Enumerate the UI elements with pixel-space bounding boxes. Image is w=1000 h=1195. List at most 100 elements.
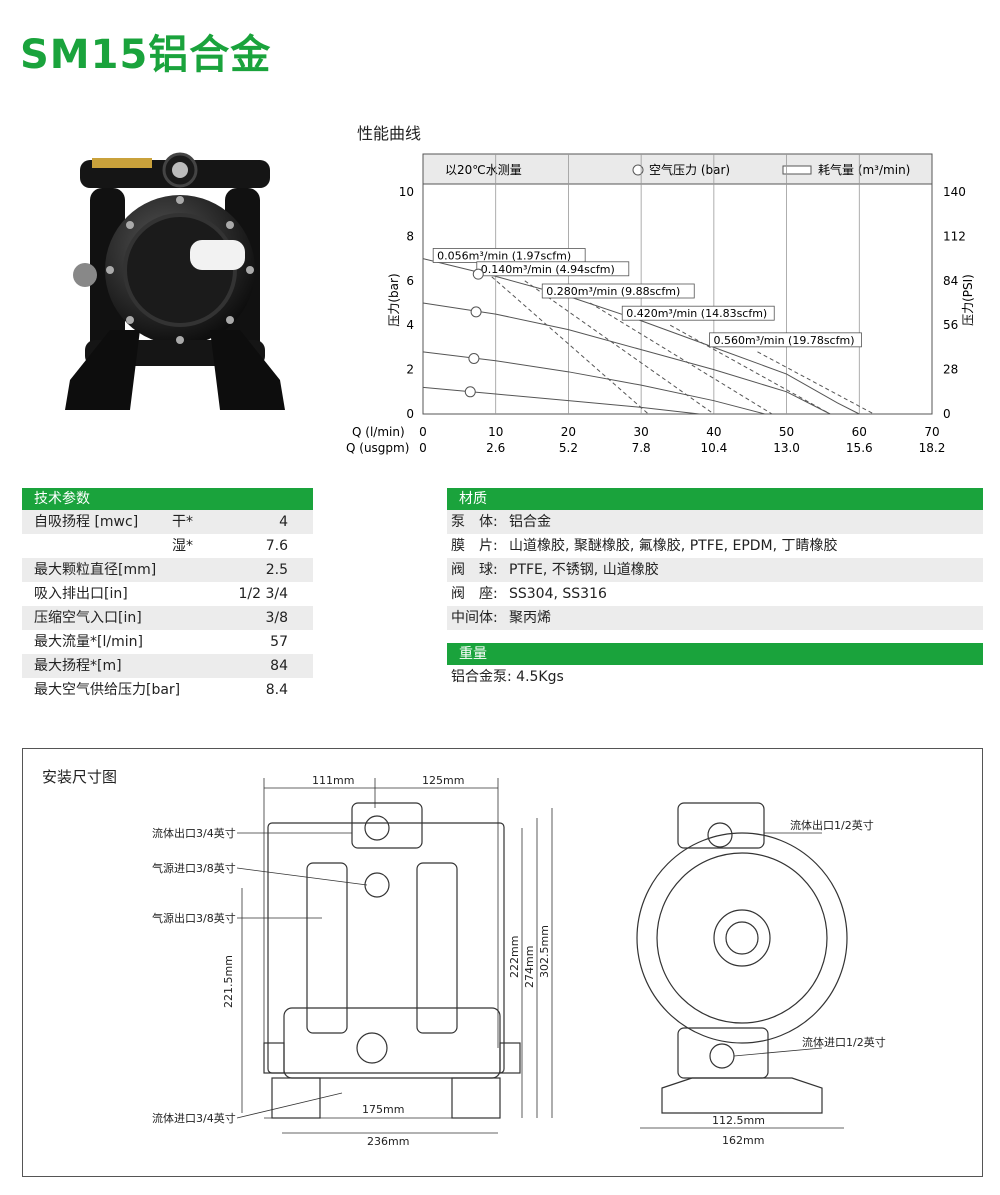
air-label: 0.560m³/min (19.78scfm) — [713, 334, 854, 347]
air-label: 0.280m³/min (9.88scfm) — [546, 285, 680, 298]
tech-row: 吸入排出口[in]1/2 3/4 — [22, 582, 313, 606]
y-tick-psi: 112 — [943, 229, 966, 243]
legend-pressure-marker — [632, 164, 644, 176]
material-value: 山道橡胶, 聚醚橡胶, 氟橡胶, PTFE, EPDM, 丁睛橡胶 — [509, 538, 838, 554]
dim-162: 162mm — [722, 1134, 764, 1147]
material-row: 阀 球: PTFE, 不锈钢, 山道橡胶 — [447, 558, 983, 582]
tech-sub: 干* — [172, 514, 193, 530]
y-tick-bar: 10 — [399, 185, 414, 199]
tech-value: 4 — [279, 514, 288, 530]
legend-air: 耗气量 (m³/min) — [818, 162, 910, 177]
tech-row: 最大空气供给压力[bar] 8.4 — [22, 678, 313, 702]
label-inlet-34: 流体进口3/4英寸 — [152, 1111, 236, 1125]
material-row: 泵 体: 铝合金 — [447, 510, 983, 534]
material-value: 铝合金 — [509, 514, 551, 530]
material-key: 膜 片: — [451, 538, 498, 554]
page-title: SM15铝合金 — [20, 32, 272, 78]
pressure-curve — [422, 258, 860, 415]
y-tick-psi: 84 — [943, 274, 958, 288]
y-tick-bar: 2 — [406, 363, 414, 377]
x-tick-lpm: 10 — [488, 425, 503, 439]
material-row: 中间体:聚丙烯 — [447, 606, 983, 630]
tech-label: 最大颗粒直径[mm] — [34, 562, 157, 578]
pressure-curve — [422, 302, 831, 415]
y-tick-psi: 28 — [943, 363, 958, 377]
material-table: 材质 泵 体:铝合金膜 片:山道橡胶, 聚醚橡胶, 氟橡胶, PTFE, EPD… — [447, 488, 983, 630]
x-tick-usgpm: 18.2 — [919, 441, 946, 455]
y-tick-bar: 8 — [406, 229, 414, 243]
y-tick-bar: 6 — [406, 274, 414, 288]
material-row: 膜 片: 山道橡胶, 聚醚橡胶, 氟橡胶, PTFE, EPDM, 丁睛橡胶 — [447, 534, 983, 558]
material-key: 阀 座: — [451, 586, 498, 602]
air-line — [757, 351, 875, 415]
material-row: 阀 座:SS304, SS316 — [447, 582, 983, 606]
x-tick-lpm: 70 — [924, 425, 939, 439]
label-outlet-34: 流体出口3/4英寸 — [152, 826, 236, 840]
x-tick-usgpm: 13.0 — [773, 441, 800, 455]
legend-note: 以20℃水测量 — [445, 163, 522, 177]
tech-row: 自吸扬程 [mwc]干*4 — [22, 510, 313, 534]
left-axis-label: 压力(bar) — [387, 273, 401, 326]
weight-value: 铝合金泵: 4.5Kgs — [451, 669, 564, 685]
tech-value: 8.4 — [265, 682, 288, 698]
tech-value: 7.6 — [265, 538, 288, 554]
air-marker — [472, 268, 484, 280]
x-tick-lpm: 40 — [706, 425, 721, 439]
legend-pressure: 空气压力 (bar) — [649, 162, 730, 177]
air-label: 0.420m³/min (14.83scfm) — [626, 307, 767, 320]
air-line — [589, 302, 773, 415]
x-tick-usgpm: 2.6 — [486, 441, 505, 455]
label-inlet-12: 流体进口1/2英寸 — [802, 1035, 886, 1049]
tech-row: 最大颗粒直径[mm] 2.5 — [22, 558, 313, 582]
tech-label: 最大流量*[l/min] — [34, 634, 143, 650]
material-key: 泵 体: — [451, 514, 498, 530]
tech-header: 技术参数 — [22, 488, 313, 510]
tech-label: 最大空气供给压力[bar] — [34, 682, 181, 698]
x-tick-usgpm: 15.6 — [846, 441, 873, 455]
weight-table: 重量 铝合金泵: 4.5Kgs — [447, 643, 983, 689]
y-tick-bar: 4 — [406, 318, 414, 332]
x-tick-usgpm: 7.8 — [632, 441, 651, 455]
dim-111: 111mm — [312, 774, 354, 787]
weight-header: 重量 — [447, 643, 983, 665]
material-value: 聚丙烯 — [509, 610, 551, 626]
air-label-box — [709, 332, 862, 348]
dim-236: 236mm — [367, 1135, 409, 1148]
right-axis-label: 压力(PSI) — [961, 274, 975, 326]
install-title: 安装尺寸图 — [42, 768, 118, 786]
label-outlet-12: 流体出口1/2英寸 — [790, 818, 874, 832]
material-key: 阀 球: — [451, 562, 498, 578]
x-tick-lpm: 30 — [634, 425, 649, 439]
install-drawing-frame — [22, 748, 983, 1177]
perf-title: 性能曲线 — [357, 124, 422, 143]
tech-value: 2.5 — [265, 562, 288, 578]
x-tick-usgpm: 5.2 — [559, 441, 578, 455]
tech-row: 压缩空气入口[in]3/8 — [22, 606, 313, 630]
air-marker — [468, 353, 480, 364]
air-line — [524, 280, 715, 415]
pressure-curve — [422, 351, 765, 415]
dim-175: 175mm — [362, 1103, 404, 1116]
air-marker — [464, 386, 476, 398]
label-air-out-38: 气源出口3/8英寸 — [152, 911, 236, 925]
air-line — [480, 267, 649, 415]
pump-photo — [65, 152, 285, 410]
install-drawing: 111mm 125mm 175mm 236mm 221.5mm 222mm 27… — [152, 774, 886, 1148]
x-tick-lpm: 0 — [419, 425, 427, 439]
air-label-box — [476, 261, 630, 277]
x-tick-lpm: 20 — [561, 425, 576, 439]
performance-chart: 以20℃水测量 空气压力 (bar) 耗气量 (m³/min) 压力(bar) … — [346, 153, 975, 455]
tech-label: 吸入排出口[in] — [34, 586, 128, 602]
tech-label: 最大扬程*[m] — [34, 658, 122, 674]
air-label: 0.140m³/min (4.94scfm) — [481, 263, 615, 276]
tech-row: 最大扬程*[m]84 — [22, 654, 313, 678]
material-value: PTFE, 不锈钢, 山道橡胶 — [509, 562, 659, 578]
air-label-box — [621, 305, 775, 321]
legend-air-marker — [782, 165, 812, 175]
air-marker — [470, 306, 482, 318]
x-label-usgpm: Q (usgpm) — [346, 441, 409, 455]
tech-value: 3/8 — [265, 610, 288, 626]
x-tick-usgpm: 0 — [419, 441, 427, 455]
x-tick-lpm: 60 — [852, 425, 867, 439]
